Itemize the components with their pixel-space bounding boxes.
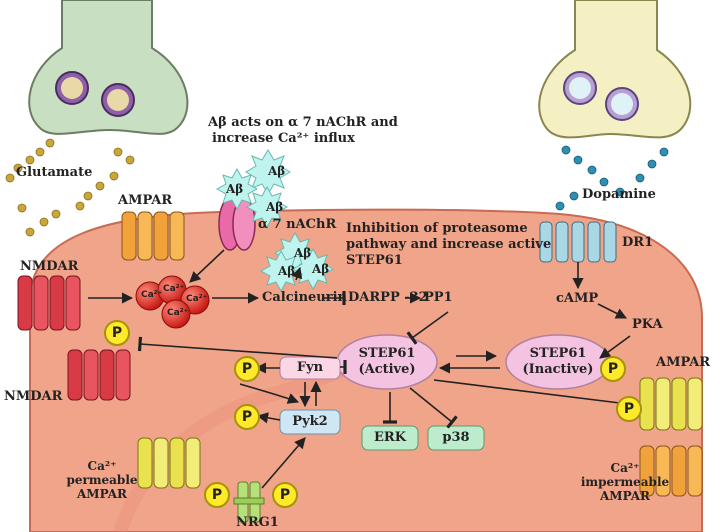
amyloid-peptide: Aβ	[312, 262, 330, 276]
phosphate-node: P	[104, 320, 130, 346]
inhibition-caption-line2: pathway and increase active	[346, 237, 552, 252]
nrg1-receptor	[233, 481, 265, 523]
amyloid-peptide: Aβ	[294, 246, 312, 260]
ca-permeable-ampar-label: Ca²⁺ permeable AMPAR	[62, 459, 142, 501]
pka-label: PKA	[632, 317, 663, 332]
nmdar-bottom-label: NMDAR	[4, 389, 63, 404]
ca-impermeable-line1: Ca²⁺	[610, 461, 640, 475]
ca-permeable-line1: Ca²⁺	[87, 459, 117, 473]
glutamate-label: Glutamate	[16, 165, 93, 180]
ca-impermeable-ampar-label: Ca²⁺ impermeable AMPAR	[580, 461, 670, 503]
phosphate-node: P	[234, 404, 260, 430]
nmdar-bottom-receptor	[67, 349, 131, 401]
dopamine-label: Dopamine	[582, 187, 656, 202]
ampar-right-label: AMPAR	[656, 355, 711, 370]
p38-label: p38	[442, 430, 470, 445]
ampar-right-receptor	[639, 377, 703, 431]
calcineurin-label: Calcineurin	[262, 290, 347, 305]
phosphate-node: P	[204, 482, 230, 508]
dr1-receptor	[539, 221, 617, 263]
nrg1-label: NRG1	[236, 515, 279, 530]
pyk2-node	[279, 409, 341, 435]
amyloid-peptide: Aβ	[226, 182, 244, 196]
erk-node	[361, 425, 419, 451]
amyloid-peptide: Aβ	[278, 264, 296, 278]
pyk2-label: Pyk2	[292, 414, 328, 429]
amyloid-caption-line2: increase Ca²⁺ influx	[212, 131, 355, 146]
dr1-label: DR1	[622, 235, 654, 250]
ampar-top-receptor	[121, 211, 185, 261]
a7-nachr-label: α 7 nAChR	[258, 217, 337, 232]
step61-active-state: (Active)	[358, 362, 416, 377]
erk-label: ERK	[373, 430, 406, 445]
darpp-label: DARPP -32	[348, 290, 428, 305]
step61-inactive-label: STEP61 (Inactive)	[506, 346, 610, 378]
phosphate-node: P	[600, 356, 626, 382]
phosphate-node: P	[234, 356, 260, 382]
glutamate-presynaptic-terminal	[28, 0, 189, 135]
ampar-top-label: AMPAR	[118, 193, 173, 208]
ca-ion-label: Ca²⁺	[141, 290, 163, 300]
dopamine-particles	[555, 145, 669, 211]
ca-ion-label: Ca²⁺	[186, 294, 208, 304]
nmdar-left-label: NMDAR	[20, 259, 79, 274]
inhibition-caption-line3: STEP61	[346, 253, 403, 268]
ca-permeable-line3: AMPAR	[76, 486, 128, 501]
inhibition-caption-line1: Inhibition of proteasome	[346, 221, 528, 236]
calcium-ion-cluster	[135, 275, 210, 329]
step61-inactive-state: (Inactive)	[522, 362, 594, 377]
step61-inactive-name: STEP61	[529, 346, 587, 361]
ca-impermeable-ampar-receptor	[639, 445, 703, 497]
phosphate-node: P	[272, 482, 298, 508]
fyn-label: Fyn	[296, 360, 324, 375]
amyloid-peptide: Aβ	[266, 200, 284, 214]
step61-active-label: STEP61 (Active)	[337, 346, 437, 378]
amyloid-peptide: Aβ	[268, 164, 286, 178]
nmdar-left-receptor	[17, 275, 81, 331]
ca-impermeable-line2: impermeable	[580, 474, 670, 489]
ca-permeable-ampar-receptor	[137, 437, 201, 489]
amyloid-caption-line1: Aβ acts on α 7 nAChR and	[208, 115, 398, 130]
ca-impermeable-line3: AMPAR	[599, 488, 651, 503]
ca-ion-label: Ca²⁺	[163, 284, 185, 294]
pp1-label: PP1	[424, 290, 453, 305]
amyloid-clouds	[215, 149, 335, 293]
step61-active-name: STEP61	[358, 346, 416, 361]
phosphate-node: P	[616, 396, 642, 422]
dopamine-presynaptic-terminal	[538, 0, 692, 139]
pathway-edges	[88, 249, 631, 489]
glutamate-particles	[5, 138, 135, 237]
ca-ion-label: Ca²⁺	[167, 308, 189, 318]
camp-label: cAMP	[556, 291, 599, 306]
ca-permeable-line2: permeable	[66, 472, 138, 487]
